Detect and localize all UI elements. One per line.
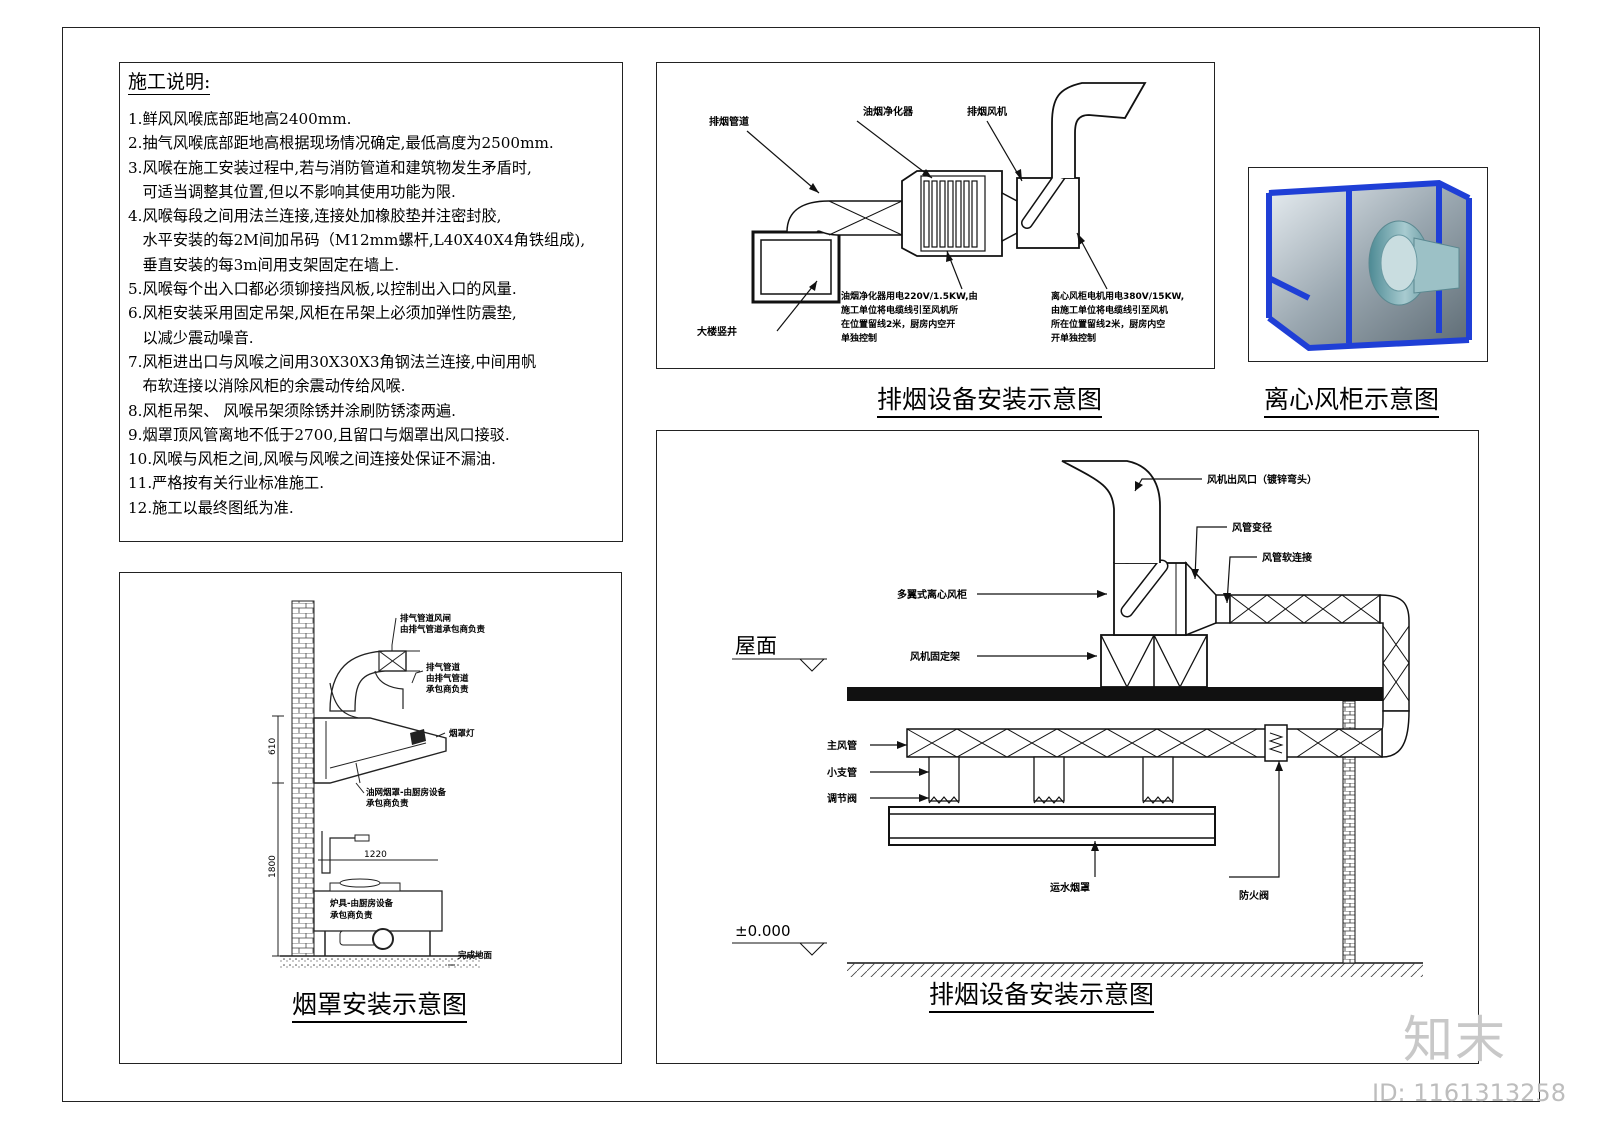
label-stove: 炉具-由厨房设备 [330, 898, 394, 909]
main-duct [906, 728, 1383, 758]
label-exhaust-fan: 排烟风机 [967, 105, 1007, 118]
note-item: 1.鲜风风喉底部距地高2400mm. [128, 110, 352, 128]
label-duct-damper: 排气管道风闸 [400, 613, 451, 624]
note-item: 7.风柜进出口与风喉之间用30X30X3角钢法兰连接,中间用帆 [128, 352, 537, 371]
duct-reducer [1185, 561, 1217, 637]
notes-list: 1.鲜风风喉底部距地高2400mm. 2.抽气风喉底部距地高根据现场情况确定,最… [128, 107, 585, 520]
construction-notes-panel: 施工说明: 1.鲜风风喉底部距地高2400mm. 2.抽气风喉底部距地高根据现场… [119, 62, 623, 542]
note-item: 11.严格按有关行业标准施工. [128, 474, 325, 493]
stove-fan-icon [372, 928, 394, 950]
water-wash-hood [888, 806, 1216, 846]
label-roof: 屋面 [735, 634, 777, 658]
hood-diagram: 610 1800 1220 排气管道风闸 由排气管道承包商负责 排气管道 由排气… [268, 600, 493, 970]
ground-fill [280, 956, 480, 970]
label-duct-reducer: 风管变径 [1232, 521, 1272, 534]
note-item: 4.风喉每段之间用法兰连接,连接处加橡胶垫并注密封胶, [128, 207, 502, 226]
fan-outlet-elbow [1051, 82, 1147, 178]
label-fan-frame: 风机固定架 [910, 650, 960, 663]
label-exhaust-duct-sub1: 由排气管道 [426, 673, 469, 684]
building-shaft [751, 230, 841, 304]
brick-wall [291, 600, 315, 957]
label-ground-level: ±0.000 [735, 922, 791, 940]
note-item: 6.风柜安装采用固定吊架,风柜在吊架上必须加弹性防震垫, [128, 304, 517, 323]
label-exhaust-duct: 排气管道 [426, 662, 461, 673]
label-oil-hood: 油网烟罩-由厨房设备 [366, 787, 447, 798]
roof-duct [1229, 594, 1381, 624]
label-fan-cabinet: 多翼式离心风柜 [897, 588, 967, 601]
regulating-valve [928, 796, 960, 804]
fan-cabinet-illustration [1266, 179, 1472, 352]
label-fire-damper: 防火阀 [1239, 889, 1269, 902]
exhaust-duct [786, 200, 903, 236]
note-item: 以减少震动噪音. [128, 328, 254, 347]
photo-caption: 离心风柜示意图 [1264, 386, 1440, 418]
regulating-valve [1142, 796, 1174, 804]
label-fan-outlet: 风机出风口（镀锌弯头） [1207, 473, 1317, 486]
purifier-power-note-4: 单独控制 [841, 332, 877, 344]
purifier-power-note-3: 在位置留线2米，厨房内空开 [841, 318, 955, 330]
fan-cabinet-photo-panel [1248, 167, 1488, 362]
regulating-valve [1033, 796, 1065, 804]
support-column [1342, 700, 1356, 964]
label-hood-lamp: 烟罩灯 [449, 728, 475, 739]
label-exhaust-duct: 排烟管道 [709, 115, 749, 128]
label-stove-sub: 承包商负责 [330, 910, 373, 921]
purifier-power-note-2: 施工单位将电缆线引至风机所 [841, 304, 958, 316]
branch-pipe [928, 756, 960, 802]
label-soft-connector: 风管软连接 [1262, 551, 1312, 564]
note-item: 垂直安装的每3m间用支架固定在墙上. [128, 255, 400, 274]
note-item: 12.施工以最终图纸为准. [128, 498, 294, 517]
stove-body [313, 890, 443, 932]
dim-1220: 1220 [364, 850, 387, 860]
vertical-riser [1379, 594, 1410, 712]
note-item: 3.风喉在施工安装过程中,若与消防管道和建筑物发生矛盾时, [128, 158, 532, 177]
note-item: 5.风喉每个出入口都必须铆接挡风板,以控制出入口的风量. [128, 280, 517, 299]
note-item: 9.烟罩顶风管离地不低于2700,且留口与烟罩出风口接驳. [128, 425, 510, 444]
hood-lamp-icon [410, 729, 426, 745]
note-item: 可适当调整其位置,但以不影响其使用功能为限. [128, 182, 456, 201]
label-duct-damper-sub: 由排气管道承包商负责 [400, 624, 486, 635]
label-regulating-valve: 调节阀 [827, 792, 857, 805]
note-item: 2.抽气风喉底部距地高根据现场情况确定,最低高度为2500mm. [128, 134, 554, 153]
fan-power-note: 离心风柜电机用电380V/15KW, [1051, 290, 1184, 302]
exhaust-equipment-top-panel: 排烟管道 油烟净化器 排烟风机 大楼竖井 油烟净化器用电220V/1.5KW,由… [656, 62, 1215, 369]
exhaust-section-diagram: 屋面 ±0.000 [732, 460, 1423, 977]
label-exhaust-duct-sub2: 承包商负责 [426, 684, 469, 695]
fan-power-note-2: 由施工单位将电缆线引至风机 [1051, 304, 1168, 316]
label-water-hood: 运水烟罩 [1050, 881, 1090, 894]
note-item: 布软连接以消除风柜的余震动传给风喉. [128, 377, 406, 396]
top-diagram-caption: 排烟设备安装示意图 [877, 386, 1103, 418]
dim-1800: 1800 [268, 855, 278, 878]
dim-610: 610 [268, 738, 278, 755]
oil-hood [313, 717, 447, 784]
note-item: 水平安装的每2M间加吊码（M12mm螺杆,L40X40X4角铁组成), [128, 231, 586, 250]
purifier-power-note: 油烟净化器用电220V/1.5KW,由 [841, 290, 978, 302]
label-building-shaft: 大楼竖井 [697, 325, 737, 338]
label-finished-floor: 完成地面 [458, 950, 493, 961]
branch-pipe [1033, 756, 1065, 802]
ground-hatch [847, 963, 1423, 977]
section-diagram-caption: 排烟设备安装示意图 [929, 981, 1155, 1013]
fan-power-note-3: 所在位置留线2米，厨房内空 [1051, 318, 1165, 330]
notes-title: 施工说明: [128, 67, 211, 95]
watermark-id: ID: 1161313258 [1372, 1079, 1566, 1107]
hood-installation-panel: 610 1800 1220 排气管道风闸 由排气管道承包商负责 排气管道 由排气… [119, 572, 622, 1064]
label-oil-purifier: 油烟净化器 [863, 105, 914, 118]
watermark-brand: 知末 [1403, 1011, 1507, 1069]
exhaust-equipment-section-panel: 屋面 ±0.000 [656, 430, 1479, 1064]
branch-pipe [1142, 756, 1174, 802]
roof-slab [847, 687, 1391, 701]
note-item: 8.风柜吊架、 风喉吊架须除锈并涂刷防锈漆两遍. [128, 401, 456, 420]
hood-caption: 烟罩安装示意图 [292, 991, 468, 1023]
note-item: 10.风喉与风柜之间,风喉与风喉之间连接处保证不漏油. [128, 450, 496, 469]
fan-outlet-elbow [1061, 460, 1161, 563]
fan-power-note-4: 开单独控制 [1051, 332, 1096, 344]
label-branch-pipe: 小支管 [826, 766, 857, 779]
exhaust-top-diagram: 排烟管道 油烟净化器 排烟风机 大楼竖井 油烟净化器用电220V/1.5KW,由… [697, 82, 1184, 344]
label-main-duct: 主风管 [827, 739, 857, 752]
drawing-border [62, 27, 1540, 1102]
label-oil-hood-sub: 承包商负责 [366, 798, 409, 809]
